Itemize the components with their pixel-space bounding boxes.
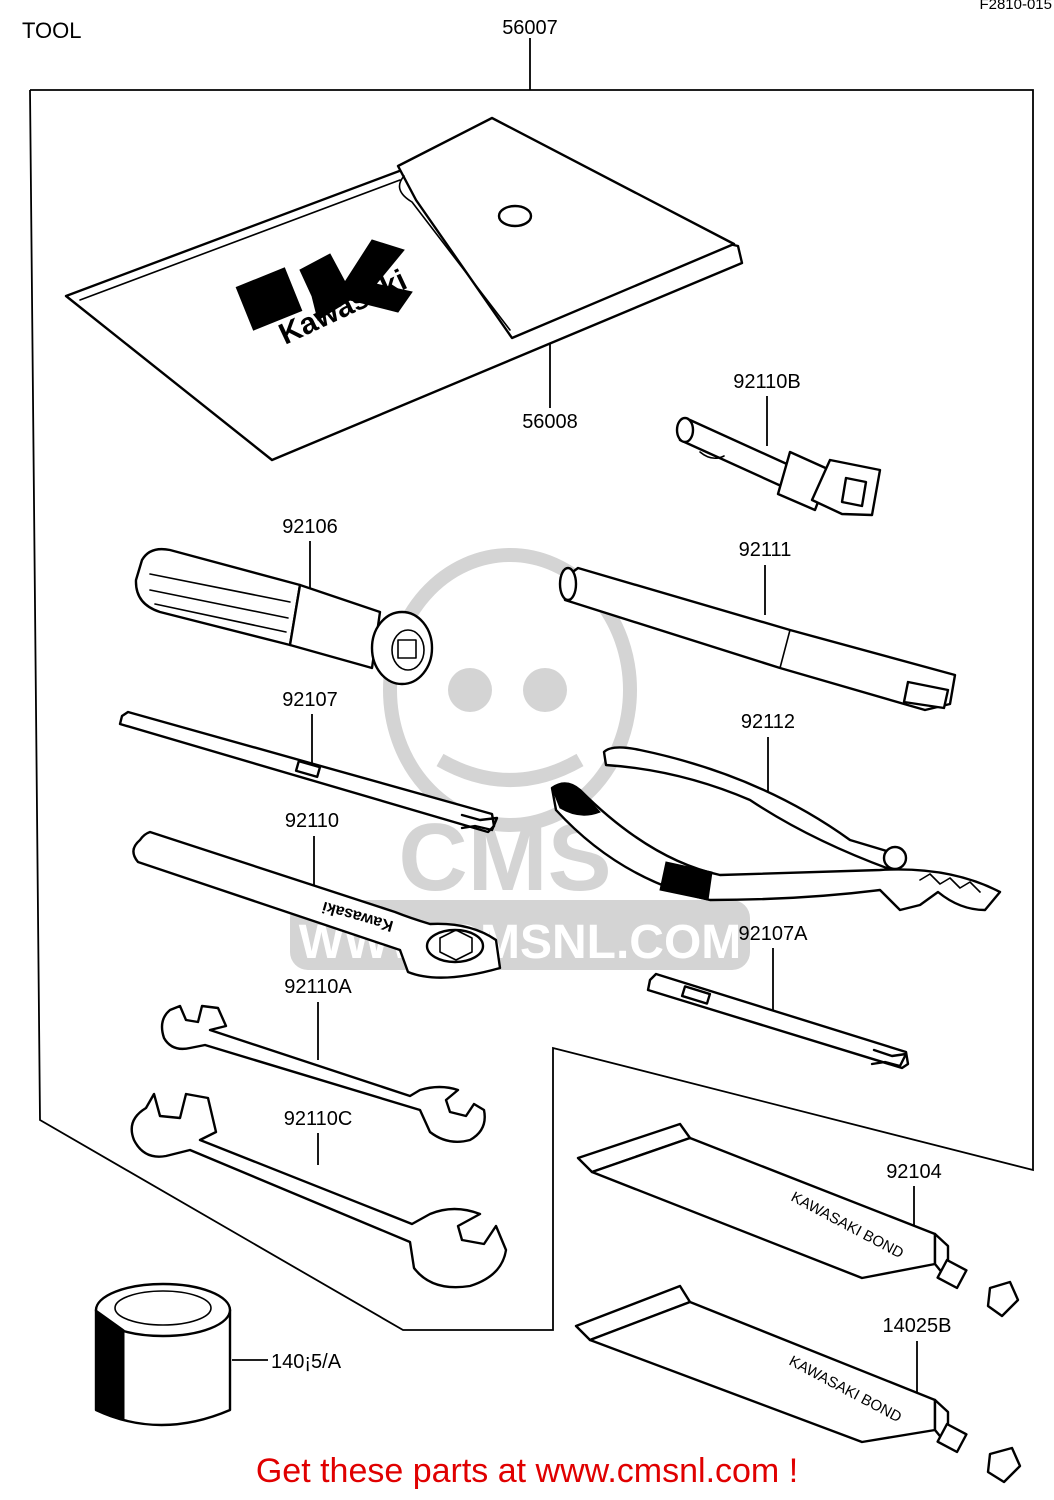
wrench-handle-bar <box>558 566 957 712</box>
tool-bag: Kawasaki <box>64 116 744 462</box>
grease-can <box>94 1282 232 1427</box>
open-end-wrench-small <box>160 1004 486 1143</box>
part-label-92110: 92110 <box>285 810 339 832</box>
part-label-92110C: 92110C <box>284 1108 353 1130</box>
part-label-56008: 56008 <box>522 411 578 433</box>
part-label-92104: 92104 <box>886 1161 942 1183</box>
part-label-56007: 56007 <box>502 17 558 39</box>
screwdriver-bit-short <box>646 972 910 1070</box>
spark-plug-wrench <box>675 416 882 517</box>
part-label-92107A: 92107A <box>739 923 809 945</box>
screwdriver-handle <box>134 547 434 686</box>
open-end-wrench-large <box>130 1092 508 1289</box>
box-wrench: Kawasaki <box>132 830 502 979</box>
part-label-92111: 92111 <box>739 539 792 561</box>
screwdriver-bit-long <box>118 710 499 834</box>
bond-tube-upper: KAWASAKI BOND <box>576 1122 1020 1318</box>
page-title: TOOL <box>22 18 82 43</box>
kit-frame <box>29 38 1034 1331</box>
figure-code: F2810-015 <box>979 0 1052 13</box>
bond-tube-lower: KAWASAKI BOND <box>574 1284 1022 1484</box>
pliers <box>550 746 1002 912</box>
part-label-14025B: 14025B <box>883 1315 952 1337</box>
part-label-92107: 92107 <box>282 689 338 711</box>
part-label-92110A: 92110A <box>284 976 352 998</box>
part-label-92106: 92106 <box>282 516 338 538</box>
part-label-1402_5A: 140¡5/A <box>271 1351 342 1373</box>
part-label-92110B: 92110B <box>733 371 800 393</box>
part-label-92112: 92112 <box>741 711 795 733</box>
footer-link[interactable]: Get these parts at www.cmsnl.com ! <box>255 1452 799 1490</box>
